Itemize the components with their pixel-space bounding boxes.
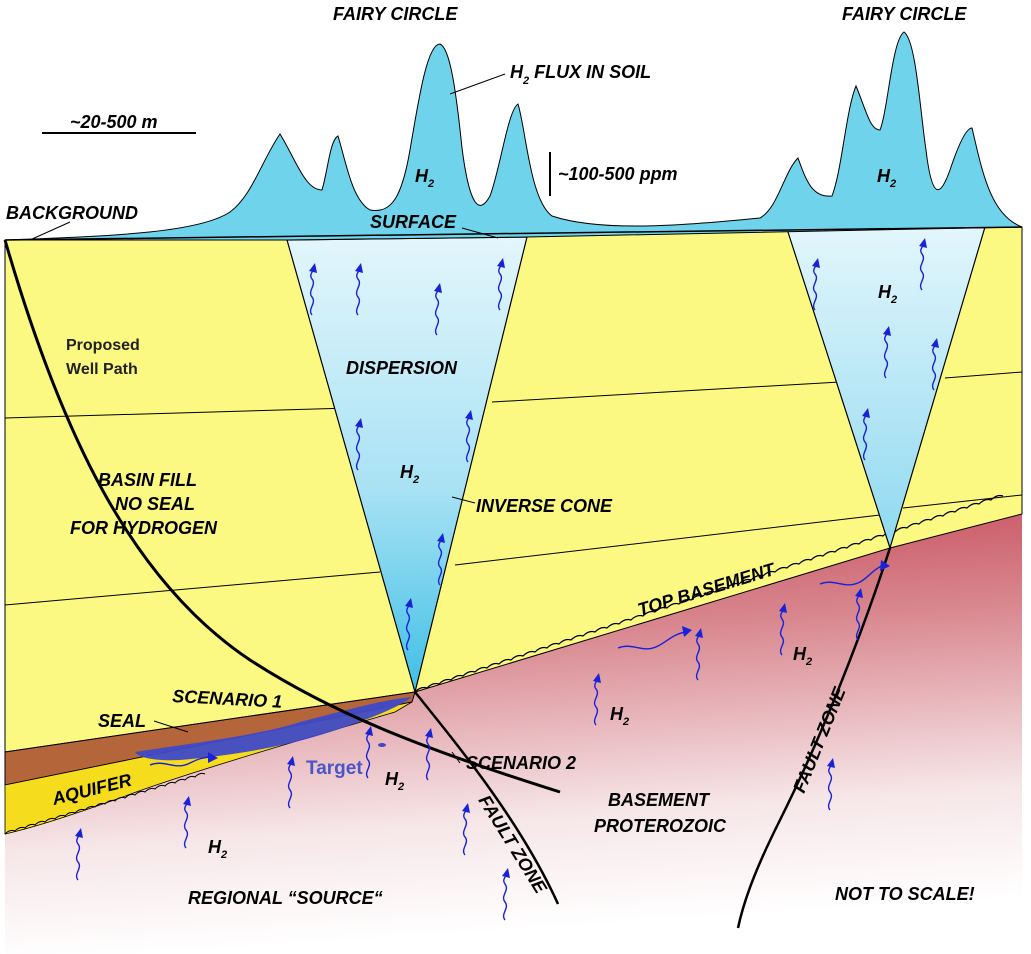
proposed-well-path-label-line2: Well Path: [66, 361, 138, 378]
h2-label-target: H2: [385, 769, 404, 793]
scale-bar-label: ~20-500 m: [70, 112, 158, 132]
h2-flux-in-soil-label: H2 FLUX IN SOIL: [510, 62, 651, 87]
fairy-circle-right-label: FAIRY CIRCLE: [842, 4, 967, 24]
leader-seal: [153, 720, 189, 733]
bedding-line-2: [491, 381, 841, 403]
bedding-line-5: [454, 514, 881, 566]
target-label: Target: [306, 758, 363, 779]
h2-label-soil-left: H2: [415, 166, 434, 190]
soil-h2-flux-left: [4, 31, 1023, 241]
h2-label-basement-2: H2: [610, 704, 629, 728]
surface-label: SURFACE: [370, 212, 457, 232]
leader-surface: [461, 227, 499, 239]
leader-inverse-cone: [451, 496, 476, 504]
basin-fill-label-line2: NO SEAL: [115, 494, 195, 514]
bedding-line-6: [902, 494, 1023, 509]
h2-label-cone-left: H2: [400, 462, 419, 486]
basement-label-line1: BASEMENT: [608, 790, 711, 810]
leader-scenario-2: [451, 751, 461, 764]
surface-line: [4, 226, 1023, 241]
inverse-cone-label: INVERSE CONE: [476, 496, 613, 516]
bedding-line-1: [4, 407, 351, 419]
bedding-line-4: [4, 571, 381, 606]
h2-label-source: H2: [208, 837, 227, 861]
fault-zone-right: [736, 547, 892, 929]
background-label: BACKGROUND: [6, 203, 138, 223]
basin-fill-label-line1: BASIN FILL: [98, 470, 197, 490]
fault-zone-left: [414, 691, 560, 905]
h2-label-cone-right: H2: [878, 282, 897, 306]
aquifer-base: [4, 772, 206, 835]
not-to-scale-label: NOT TO SCALE!: [835, 884, 975, 904]
target-dot: [378, 743, 386, 747]
bedding-line-3: [944, 371, 1023, 379]
h2-label-soil-right: H2: [877, 166, 896, 190]
leader-h2-flux: [449, 73, 506, 95]
scenario-2-label: SCENARIO 2: [466, 753, 576, 773]
h2-migration-arrows: [74, 237, 940, 921]
h2-label-basement-1: H2: [793, 644, 812, 668]
leader-background: [29, 221, 71, 241]
basement-label-line2: PROTEROZOIC: [594, 816, 727, 836]
top-basement-unconformity: [414, 494, 1004, 693]
proposed-well-path-label-line1: Proposed: [66, 337, 140, 354]
regional-source-label: REGIONAL “SOURCE“: [188, 888, 383, 908]
ppm-label: ~100-500 ppm: [558, 164, 678, 184]
dispersion-label: DISPERSION: [346, 358, 458, 378]
seal-label: SEAL: [98, 711, 146, 731]
basin-fill-label-line3: FOR HYDROGEN: [70, 518, 218, 538]
fairy-circle-left-label: FAIRY CIRCLE: [333, 4, 458, 24]
